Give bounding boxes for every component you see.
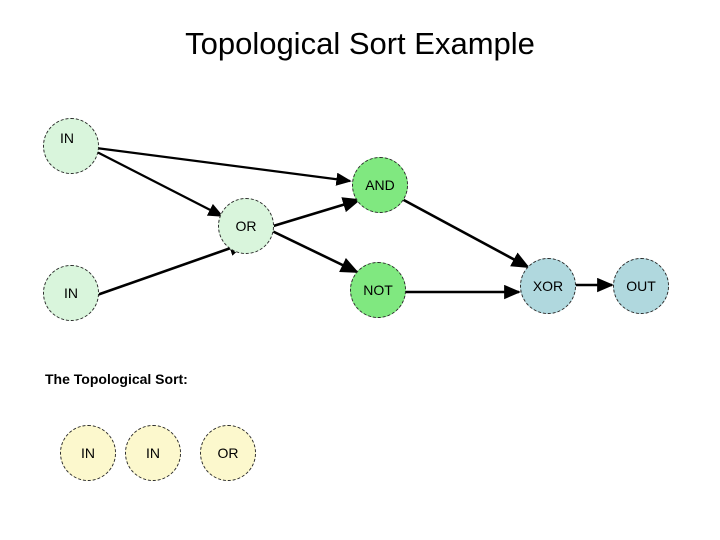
- graph-node-in2-label: IN: [64, 285, 78, 301]
- result-node-3[interactable]: OR: [200, 425, 256, 481]
- result-node-2[interactable]: IN: [125, 425, 181, 481]
- result-node-1-label: IN: [81, 445, 95, 461]
- graph-node-not[interactable]: NOT: [350, 262, 406, 318]
- graph-node-xor[interactable]: XOR: [520, 258, 576, 314]
- graph-node-out-label: OUT: [626, 278, 656, 294]
- edge-or-and: [269, 197, 361, 229]
- graph-node-or[interactable]: OR: [218, 198, 274, 254]
- graph-node-xor-label: XOR: [532, 278, 564, 294]
- result-node-3-label: OR: [217, 445, 239, 461]
- edge-in1-and: [95, 146, 352, 186]
- graph-node-and-label: AND: [365, 177, 395, 193]
- graph-node-in1-label: IN: [60, 130, 74, 146]
- graph-node-or-label: OR: [235, 218, 257, 234]
- page-title: Topological Sort Example: [185, 26, 535, 61]
- result-node-1[interactable]: IN: [60, 425, 116, 481]
- result-node-2-label: IN: [146, 445, 160, 461]
- graph-node-in2[interactable]: IN: [43, 265, 99, 321]
- edge-in2-or: [96, 240, 247, 297]
- edge-in1-or: [94, 150, 224, 217]
- topological-sort-caption: The Topological Sort:: [45, 371, 188, 387]
- graph-node-and[interactable]: AND: [352, 157, 408, 213]
- graph-node-out[interactable]: OUT: [613, 258, 669, 314]
- edge-and-xor: [399, 196, 530, 269]
- edge-or-not: [269, 228, 359, 274]
- graph-node-in1[interactable]: IN: [43, 118, 99, 174]
- graph-node-not-label: NOT: [363, 282, 393, 298]
